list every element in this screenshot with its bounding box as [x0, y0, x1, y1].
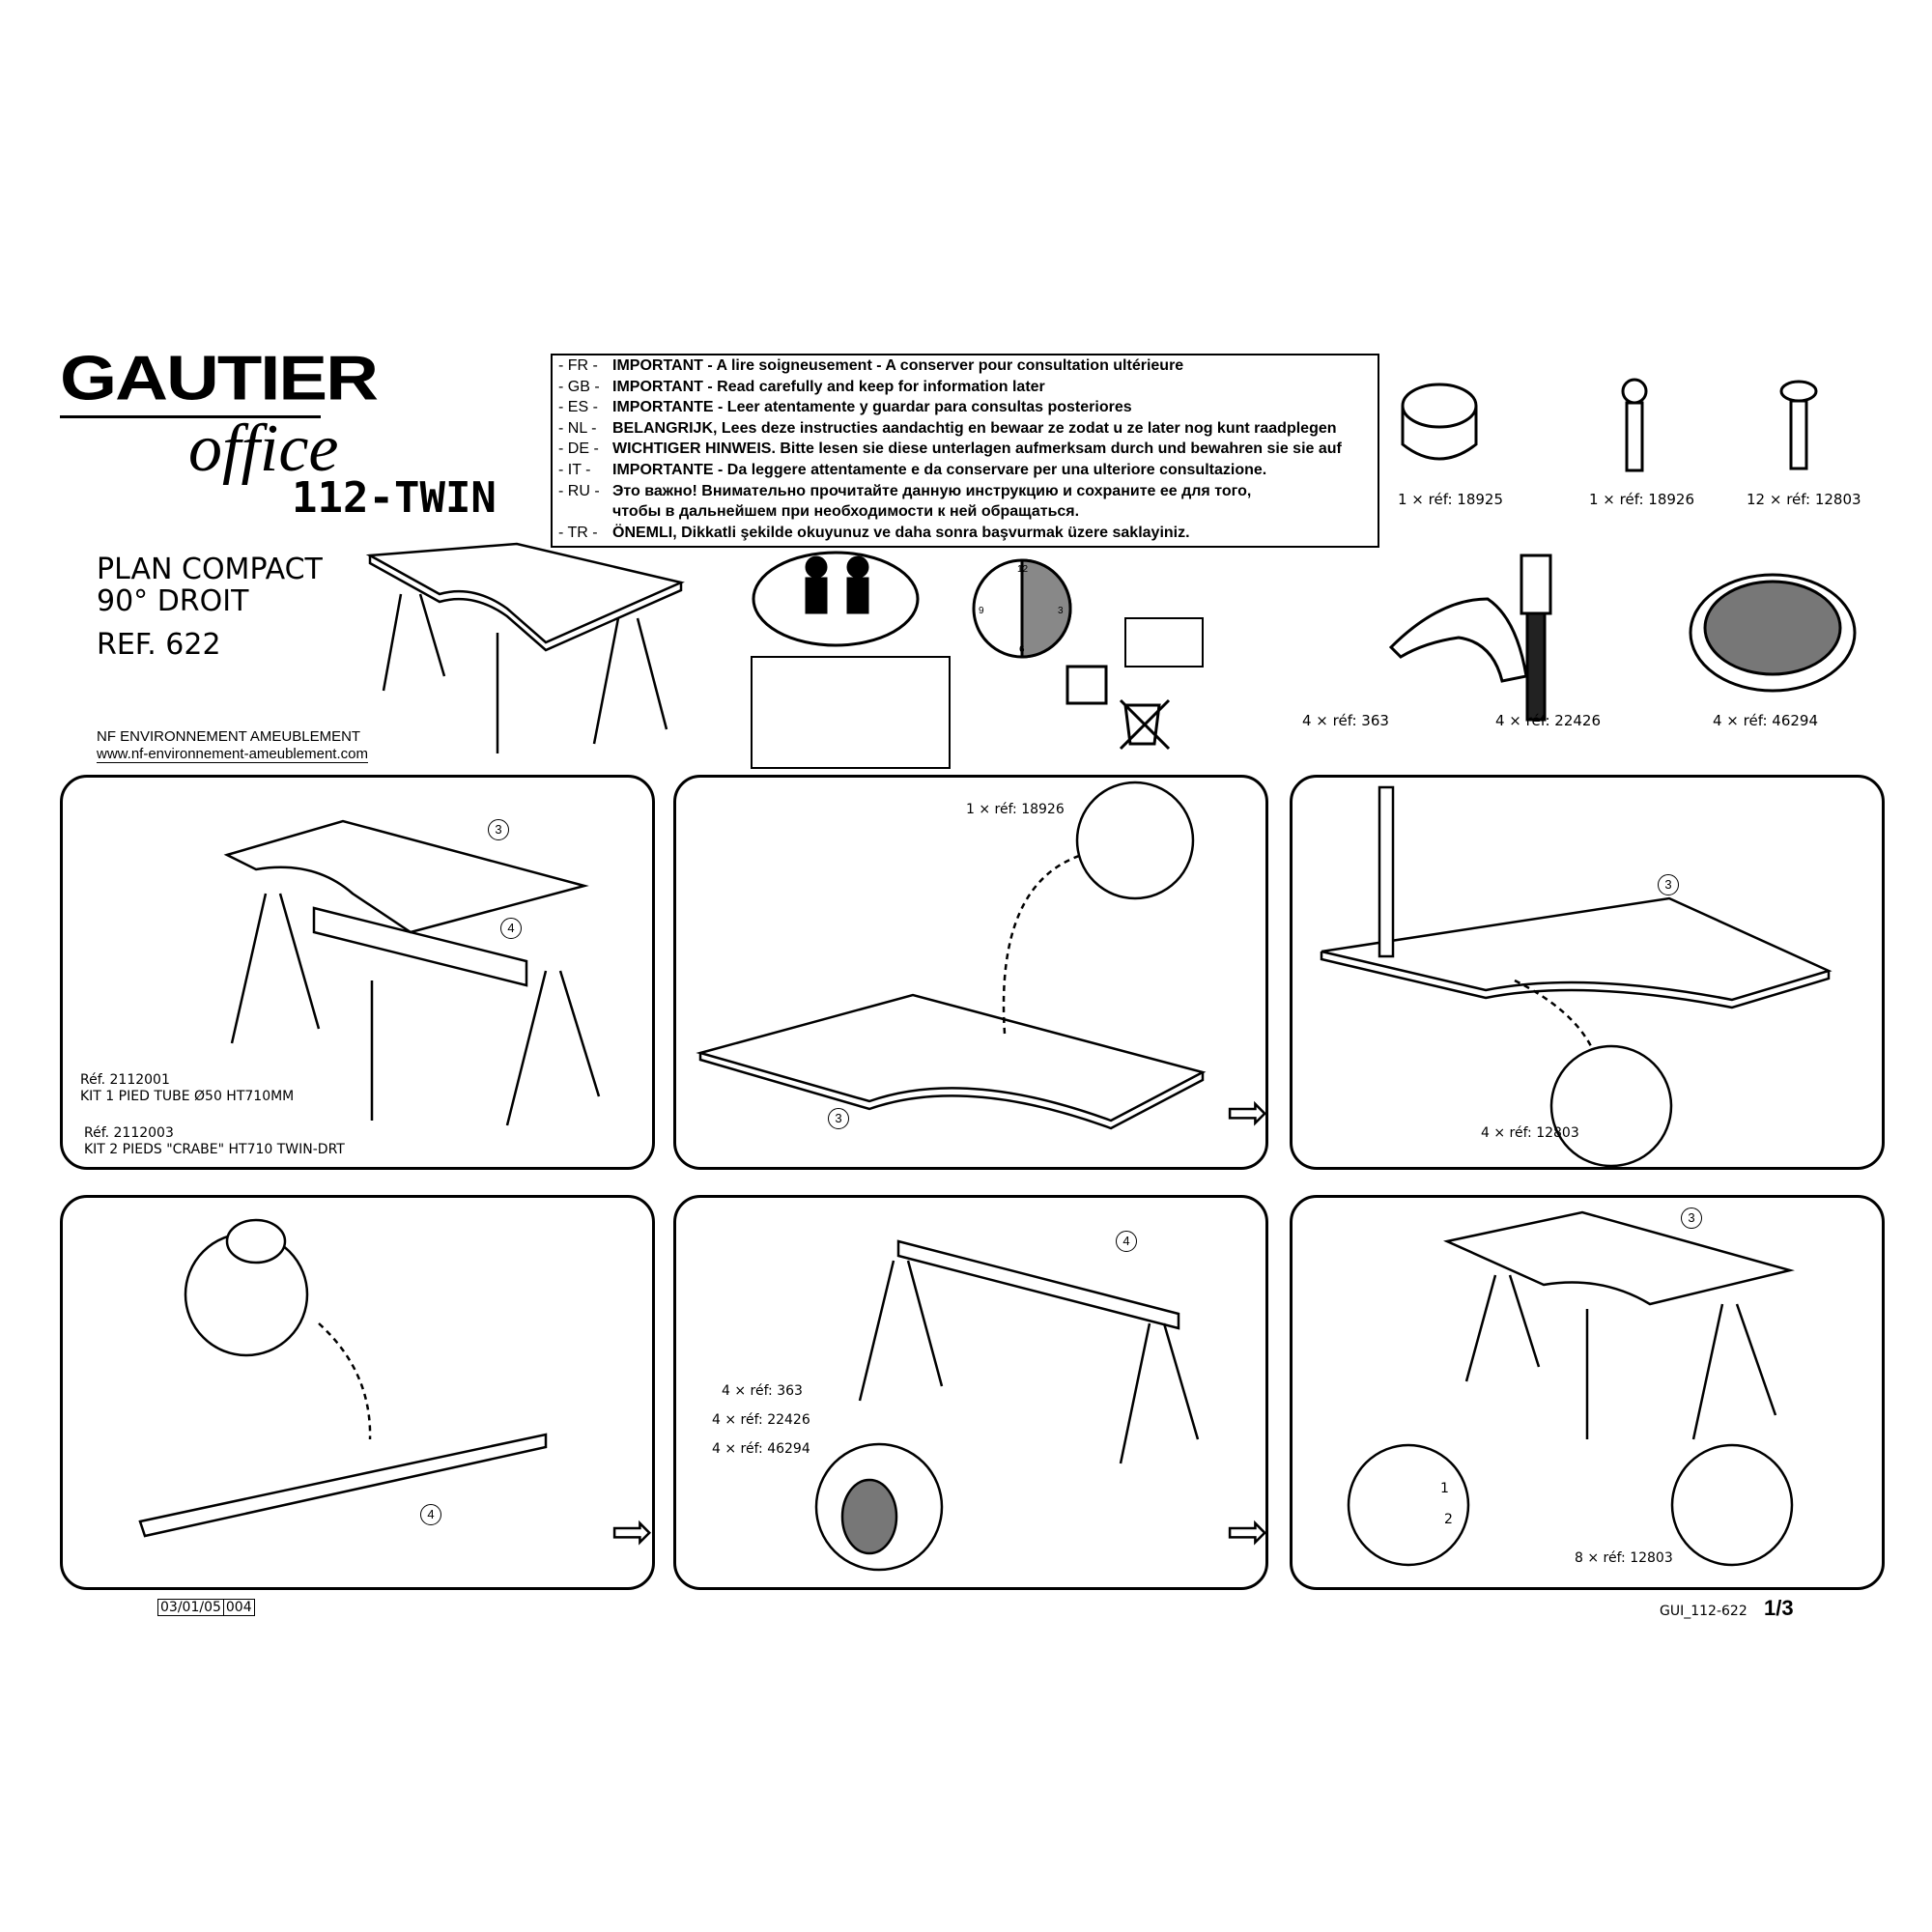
- notice-text: IMPORTANTE - Da leggere attentamente e d…: [612, 461, 1267, 478]
- leg-tube-kit: KIT 1 PIED TUBE Ø50 HT710MM: [80, 1089, 295, 1104]
- notice-row: - TR - ÖNEMLI, Dikkatli şekilde okuyunuz …: [553, 523, 1378, 544]
- hw-label-46294: 4 × réf: 46294: [1713, 712, 1818, 729]
- hw-label-18926: 1 × réf: 18926: [1589, 491, 1694, 508]
- step5-hw-22426: 4 × réf: 22426: [712, 1412, 810, 1428]
- language-code: - NL -: [558, 419, 597, 437]
- callout-4: 4: [500, 918, 522, 939]
- trash-icon: [1123, 703, 1161, 746]
- hw-label-363: 4 × réf: 363: [1302, 712, 1389, 729]
- screw-icon: [1779, 380, 1818, 470]
- callout-3: 3: [1658, 874, 1679, 895]
- notice-text: IMPORTANT - A lire soigneusement - A con…: [612, 357, 1184, 374]
- language-code: - IT -: [558, 461, 591, 478]
- product-line1: PLAN COMPACT: [97, 553, 323, 586]
- bracket-icon: [1388, 597, 1528, 683]
- hw-label-18925: 1 × réf: 18925: [1398, 491, 1503, 508]
- next-step-arrow: ⇨: [1227, 1085, 1269, 1141]
- notice-text: IMPORTANT - Read carefully and keep for …: [612, 378, 1045, 395]
- leg-tube-ref: Réf. 2112001: [80, 1072, 170, 1088]
- footer-code: 004: [222, 1600, 252, 1615]
- brand-sub: office: [188, 412, 339, 486]
- callout-4: 4: [420, 1504, 441, 1525]
- step5-hw-363: 4 × réf: 363: [722, 1383, 803, 1399]
- svg-text:12: 12: [1017, 564, 1029, 575]
- model-name: 112-TWIN: [292, 473, 497, 523]
- step-panel-2: 1 × réf: 18926 3: [673, 775, 1268, 1170]
- nf-url[interactable]: www.nf-environnement-ameublement.com: [97, 746, 368, 763]
- hardware-drawings: [1388, 378, 1857, 722]
- manual-icon: [1124, 617, 1204, 668]
- bolt-icon: [1520, 554, 1552, 722]
- document-code: GUI_112-622: [1660, 1604, 1747, 1619]
- grommet-icon: [1689, 573, 1857, 693]
- tools-icon: [751, 656, 951, 769]
- notice-row: - FR - IMPORTANT - A lire soigneusement -…: [553, 355, 1378, 377]
- svg-text:6: 6: [1019, 644, 1025, 655]
- step3-hw-label: 4 × réf: 12803: [1481, 1125, 1579, 1141]
- detail-circle-1: [1347, 1443, 1470, 1567]
- svg-text:3: 3: [1058, 606, 1064, 616]
- crab-legs-ref: Réf. 2112003: [84, 1125, 174, 1141]
- box-icon: [1065, 665, 1108, 705]
- step-panel-4: 4: [60, 1195, 655, 1590]
- notice-row: - IT - IMPORTANTE - Da leggere attentamen…: [553, 460, 1378, 481]
- notice-row: - NL - BELANGRIJK, Lees deze instructies …: [553, 418, 1378, 440]
- notice-text: WICHTIGER HINWEIS. Bitte lesen sie diese…: [612, 440, 1342, 458]
- nf-label: NF ENVIRONNEMENT AMEUBLEMENT: [97, 728, 361, 745]
- important-notice-box: - FR - IMPORTANT - A lire soigneusement -…: [551, 354, 1379, 548]
- two-person-icon: [752, 551, 920, 647]
- notice-text: ÖNEMLI, Dikkatli şekilde okuyunuz ve dah…: [612, 524, 1190, 541]
- desk-overview-drawing: [365, 542, 685, 753]
- footer-date: 03/01/05: [160, 1600, 221, 1615]
- notice-row: - GB - IMPORTANT - Read carefully and kee…: [553, 377, 1378, 398]
- notice-text: BELANGRIJK, Lees deze instructies aandac…: [612, 419, 1337, 437]
- step5-hw-46294: 4 × réf: 46294: [712, 1441, 810, 1457]
- callout-3: 3: [828, 1108, 849, 1129]
- product-ref: REF. 622: [97, 628, 221, 662]
- next-step-arrow: ⇨: [611, 1504, 654, 1560]
- callout-3: 3: [488, 819, 509, 840]
- page-number: 1/3: [1764, 1596, 1794, 1620]
- date-box: 03/01/05 004: [157, 1599, 255, 1616]
- brand-logo: GAUTIER: [60, 343, 379, 414]
- crab-legs-kit: KIT 2 PIEDS "CRABE" HT710 TWIN-DRT: [84, 1142, 345, 1157]
- hw-label-22426: 4 × réf: 22426: [1495, 712, 1601, 729]
- notice-row: чтобы в дальнейшем при необходимости к н…: [553, 501, 1378, 523]
- detail-circle-2: [1670, 1443, 1794, 1567]
- step6-num-1: 1: [1440, 1481, 1449, 1496]
- hw-label-12803: 12 × réf: 12803: [1747, 491, 1861, 508]
- step-panel-1: 3 4 Réf. 2112001 KIT 1 PIED TUBE Ø50 HT7…: [60, 775, 655, 1170]
- step-panel-3: 3 4 × réf: 12803: [1290, 775, 1885, 1170]
- callout-4: 4: [1116, 1231, 1137, 1252]
- language-code: [558, 501, 612, 523]
- language-code: - ES -: [558, 399, 598, 416]
- instructions-pictograms: 12 3 6 9: [751, 551, 1204, 769]
- product-line2: 90° DROIT: [97, 584, 249, 618]
- language-code: - FR -: [558, 357, 598, 374]
- notice-row: - RU - Это важно! Внимательно прочитайте …: [553, 481, 1378, 502]
- cam-lock-icon: [1401, 383, 1478, 461]
- detail-circle: [1549, 1044, 1673, 1167]
- next-step-arrow: ⇨: [1227, 1504, 1269, 1560]
- step6-hw-label: 8 × réf: 12803: [1575, 1550, 1673, 1566]
- hammer-icon: [225, 1218, 287, 1264]
- logo-underline: [60, 415, 321, 418]
- notice-text: чтобы в дальнейшем при необходимости к н…: [612, 503, 1080, 521]
- language-code: - GB -: [558, 378, 600, 395]
- callout-3: 3: [1681, 1208, 1702, 1229]
- step6-num-2: 2: [1444, 1512, 1453, 1527]
- notice-text: IMPORTANTE - Leer atentamente y guardar …: [612, 399, 1132, 416]
- step-panel-5: 4 4 × réf: 363 4 × réf: 22426 4 × réf: 4…: [673, 1195, 1268, 1590]
- step2-hw-label: 1 × réf: 18926: [966, 802, 1065, 817]
- svg-text:9: 9: [979, 606, 984, 616]
- notice-text: Это важно! Внимательно прочитайте данную…: [612, 482, 1252, 499]
- language-code: - DE -: [558, 440, 599, 458]
- notice-row: - DE - WICHTIGER HINWEIS. Bitte lesen sie…: [553, 439, 1378, 460]
- step-panel-6: 3 1 2 8 × réf: 12803: [1290, 1195, 1885, 1590]
- language-code: - RU -: [558, 482, 600, 499]
- detail-circle: [1075, 781, 1195, 900]
- language-code: - TR -: [558, 524, 598, 541]
- notice-row: - ES - IMPORTANTE - Leer atentamente y gu…: [553, 397, 1378, 418]
- dowel-screw-icon: [1621, 378, 1648, 472]
